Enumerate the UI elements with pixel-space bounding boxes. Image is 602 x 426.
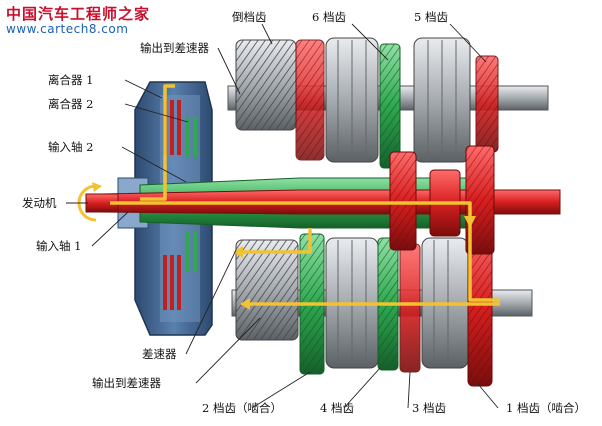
- label-output-to-differential-bottom: 输出到差速器: [92, 376, 161, 390]
- gear6-upper: [295, 39, 325, 161]
- reverse-gear: [235, 39, 297, 131]
- flow-arrowhead-diff: [233, 246, 243, 258]
- label-gear2: 2 档齿（啮合）: [202, 401, 282, 415]
- watermark-url: www.cartech8.com: [6, 22, 129, 36]
- input-shaft1-gear-cluster: [389, 145, 495, 255]
- label-clutch2: 离合器 2: [48, 97, 94, 111]
- gear1: [467, 225, 493, 387]
- watermark: 中国汽车工程师之家 www.cartech8.com: [6, 6, 176, 36]
- lower-left-gear: [235, 239, 299, 341]
- clutch2-discs: [186, 118, 197, 272]
- label-clutch1: 离合器 1: [48, 73, 94, 87]
- flow-arrowhead-left: [240, 298, 250, 310]
- synchronizer-upper-left: [325, 37, 379, 163]
- label-input-shaft1: 输入轴 1: [36, 239, 82, 253]
- label-differential: 差速器: [142, 347, 177, 361]
- label-gear3: 3 档齿: [412, 401, 446, 415]
- gear5: [475, 55, 499, 153]
- label-gear5: 5 档齿: [414, 10, 448, 24]
- label-output-to-differential-top: 输出到差速器: [140, 41, 209, 55]
- label-gear1: 1 档齿（啮合）: [506, 401, 586, 415]
- gear6-green: [379, 43, 401, 169]
- label-gear6: 6 档齿: [312, 10, 346, 24]
- label-input-shaft2: 输入轴 2: [48, 140, 94, 154]
- label-gear4: 4 档齿: [320, 401, 354, 415]
- flow-arrowhead-down: [464, 216, 476, 228]
- engine-rotation-arrowhead: [92, 182, 102, 192]
- power-flow: [110, 84, 500, 306]
- gear3: [399, 243, 421, 373]
- leader-lines: [66, 23, 499, 409]
- watermark-site-name: 中国汽车工程师之家: [6, 5, 151, 23]
- synchronizer-upper-right: [413, 37, 471, 163]
- label-reverse-gear: 倒档齿: [232, 10, 267, 24]
- label-engine: 发动机: [22, 196, 57, 210]
